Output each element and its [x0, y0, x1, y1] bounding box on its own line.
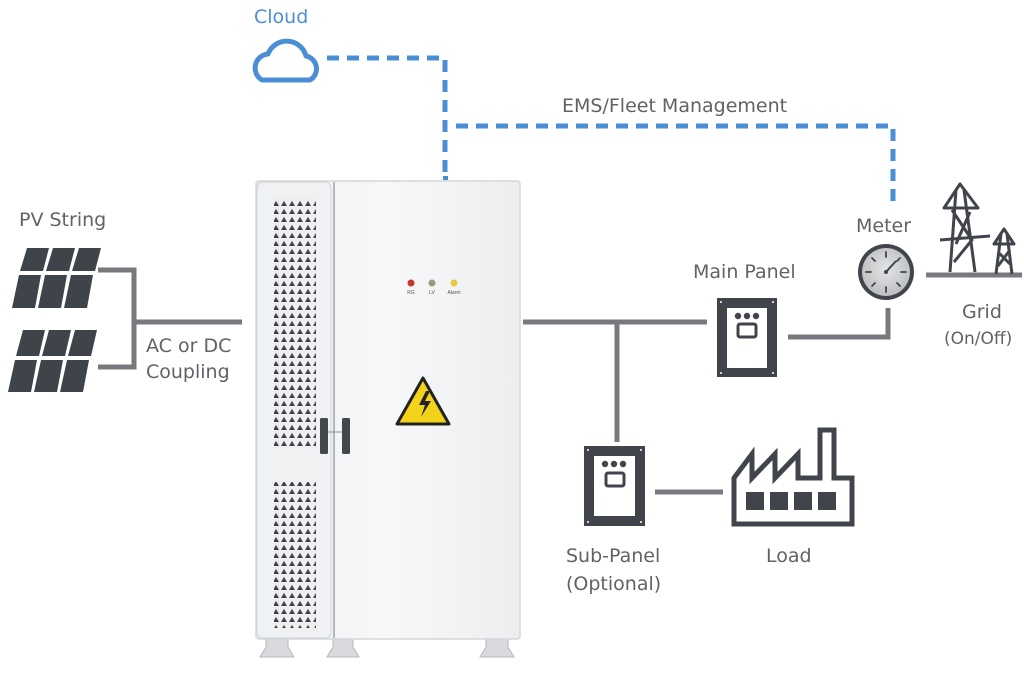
main-panel-icon — [717, 298, 777, 377]
indicator-lv-light — [428, 279, 436, 287]
main-panel-to-meter-line — [788, 308, 891, 340]
sub-panel-icon — [584, 446, 645, 526]
dashed-link-ems-to-meter — [456, 123, 896, 206]
pv-bus-line — [98, 267, 137, 370]
coupling-label-line1: AC or DC — [146, 335, 232, 357]
cabinet-handle-right — [342, 418, 350, 454]
load-label: Load — [766, 545, 812, 567]
indicator-lights: RG LV Alarm — [407, 279, 461, 296]
ems-fleet-management-label: EMS/Fleet Management — [562, 95, 788, 117]
indicator-rg-label: RG — [407, 290, 415, 296]
indicator-rg-light — [407, 279, 415, 287]
ess-cabinet: RG LV Alarm — [255, 176, 521, 658]
factory-load-icon — [731, 427, 855, 527]
pv-panel-top — [12, 248, 101, 308]
indicator-alarm-light — [450, 279, 458, 287]
power-connections — [98, 267, 1022, 495]
pv-panel-bottom — [8, 330, 97, 392]
pv-string-label: PV String — [19, 209, 107, 231]
cabinet-upper-vent — [274, 198, 316, 448]
cabinet-handle-left — [320, 418, 328, 454]
meter-gauge-icon — [858, 244, 914, 300]
cabinet-feet — [259, 636, 515, 658]
sub-panel-optional-label: (Optional) — [566, 573, 662, 595]
cabinet-lower-vent — [274, 482, 316, 628]
main-panel-label: Main Panel — [693, 261, 796, 283]
grid-status-label: (On/Off) — [944, 329, 1013, 349]
cloud-label: Cloud — [254, 6, 309, 28]
meter-label: Meter — [856, 215, 912, 237]
indicator-lv-label: LV — [429, 290, 435, 296]
grid-tower-icon — [939, 182, 1016, 275]
high-voltage-warning-icon — [395, 376, 451, 426]
indicator-alarm-label: Alarm — [447, 290, 460, 296]
cloud-icon — [252, 38, 319, 83]
sub-panel-label: Sub-Panel — [566, 545, 661, 567]
dashed-link-cloud-to-cabinet — [327, 55, 448, 176]
grid-label: Grid — [962, 301, 1002, 323]
pv-panel-icon — [8, 248, 101, 392]
coupling-label-line2: Coupling — [146, 361, 230, 383]
